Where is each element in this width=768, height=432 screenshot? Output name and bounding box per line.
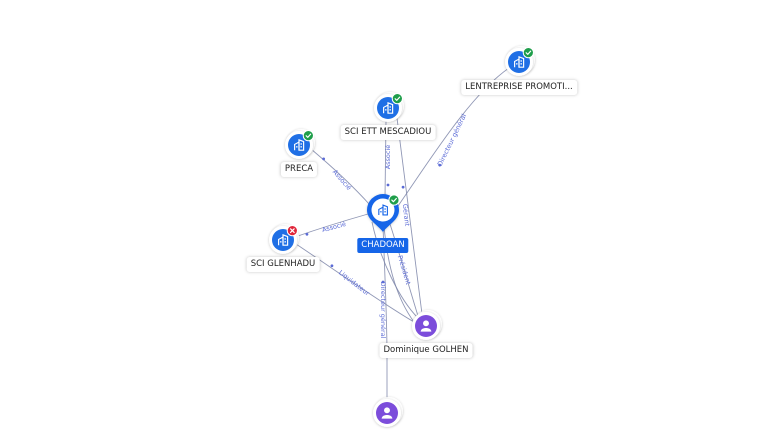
nodes-layer xyxy=(269,46,535,427)
node-label-chadoan[interactable]: CHADOAN xyxy=(357,238,409,253)
edge-arrow-marker xyxy=(330,264,334,268)
edge-arrow-marker xyxy=(322,157,326,161)
edge-arrow-marker xyxy=(381,280,385,284)
edge-chadoan-dominique xyxy=(389,223,419,317)
building-icon xyxy=(383,101,394,114)
status-active-icon xyxy=(522,47,534,59)
edge-chadoan-dominique xyxy=(371,221,419,319)
edge-glenhadu-chadoan xyxy=(294,213,369,238)
node-dominique[interactable] xyxy=(412,310,442,340)
edge-label: Associé xyxy=(384,145,392,170)
edge-arrow-marker xyxy=(438,163,442,167)
building-icon xyxy=(294,138,305,151)
status-closed-icon xyxy=(286,225,298,237)
node-label-glenhadu[interactable]: SCI GLENHADU xyxy=(246,257,320,272)
person-icon xyxy=(420,320,432,332)
building-icon xyxy=(278,233,289,246)
edge-arrow-marker xyxy=(401,185,405,189)
building-icon xyxy=(514,55,525,68)
node-glenhadu[interactable] xyxy=(269,224,299,254)
node-chadoan[interactable] xyxy=(367,194,400,232)
edge-arrow-marker xyxy=(386,183,390,187)
edge-label: Associé xyxy=(331,168,353,192)
edge-preca-chadoan xyxy=(310,148,371,206)
edge-label: Directeur général xyxy=(436,112,468,167)
edge-label: Directeur général xyxy=(379,281,387,338)
node-sciett[interactable] xyxy=(374,92,404,122)
edge-label: Associé xyxy=(321,220,347,234)
status-active-icon xyxy=(388,194,400,206)
edge-arrow-marker xyxy=(305,232,309,236)
edge-lentreprise-chadoan xyxy=(397,67,510,207)
node-label-dominique[interactable]: Dominique GOLHEN xyxy=(379,343,473,358)
edge-label: Gérant xyxy=(401,203,411,227)
node-label-lentreprise[interactable]: LENTREPRISE PROMOTI... xyxy=(461,80,577,95)
status-active-icon xyxy=(302,130,314,142)
node-person2[interactable] xyxy=(373,397,403,427)
edge-glenhadu-dominique xyxy=(295,243,415,323)
node-preca[interactable] xyxy=(285,129,315,159)
person-icon xyxy=(381,407,393,419)
status-active-icon xyxy=(391,93,403,105)
node-lentreprise[interactable] xyxy=(505,46,535,76)
node-label-preca[interactable]: PRECA xyxy=(280,162,318,177)
edge-label: Président xyxy=(396,254,413,286)
node-label-sciett[interactable]: SCI ETT MESCADIOU xyxy=(340,125,436,140)
edge-label: Liquidateur xyxy=(337,268,371,297)
edge-sciett-dominique xyxy=(396,117,423,315)
building-icon xyxy=(378,204,388,216)
